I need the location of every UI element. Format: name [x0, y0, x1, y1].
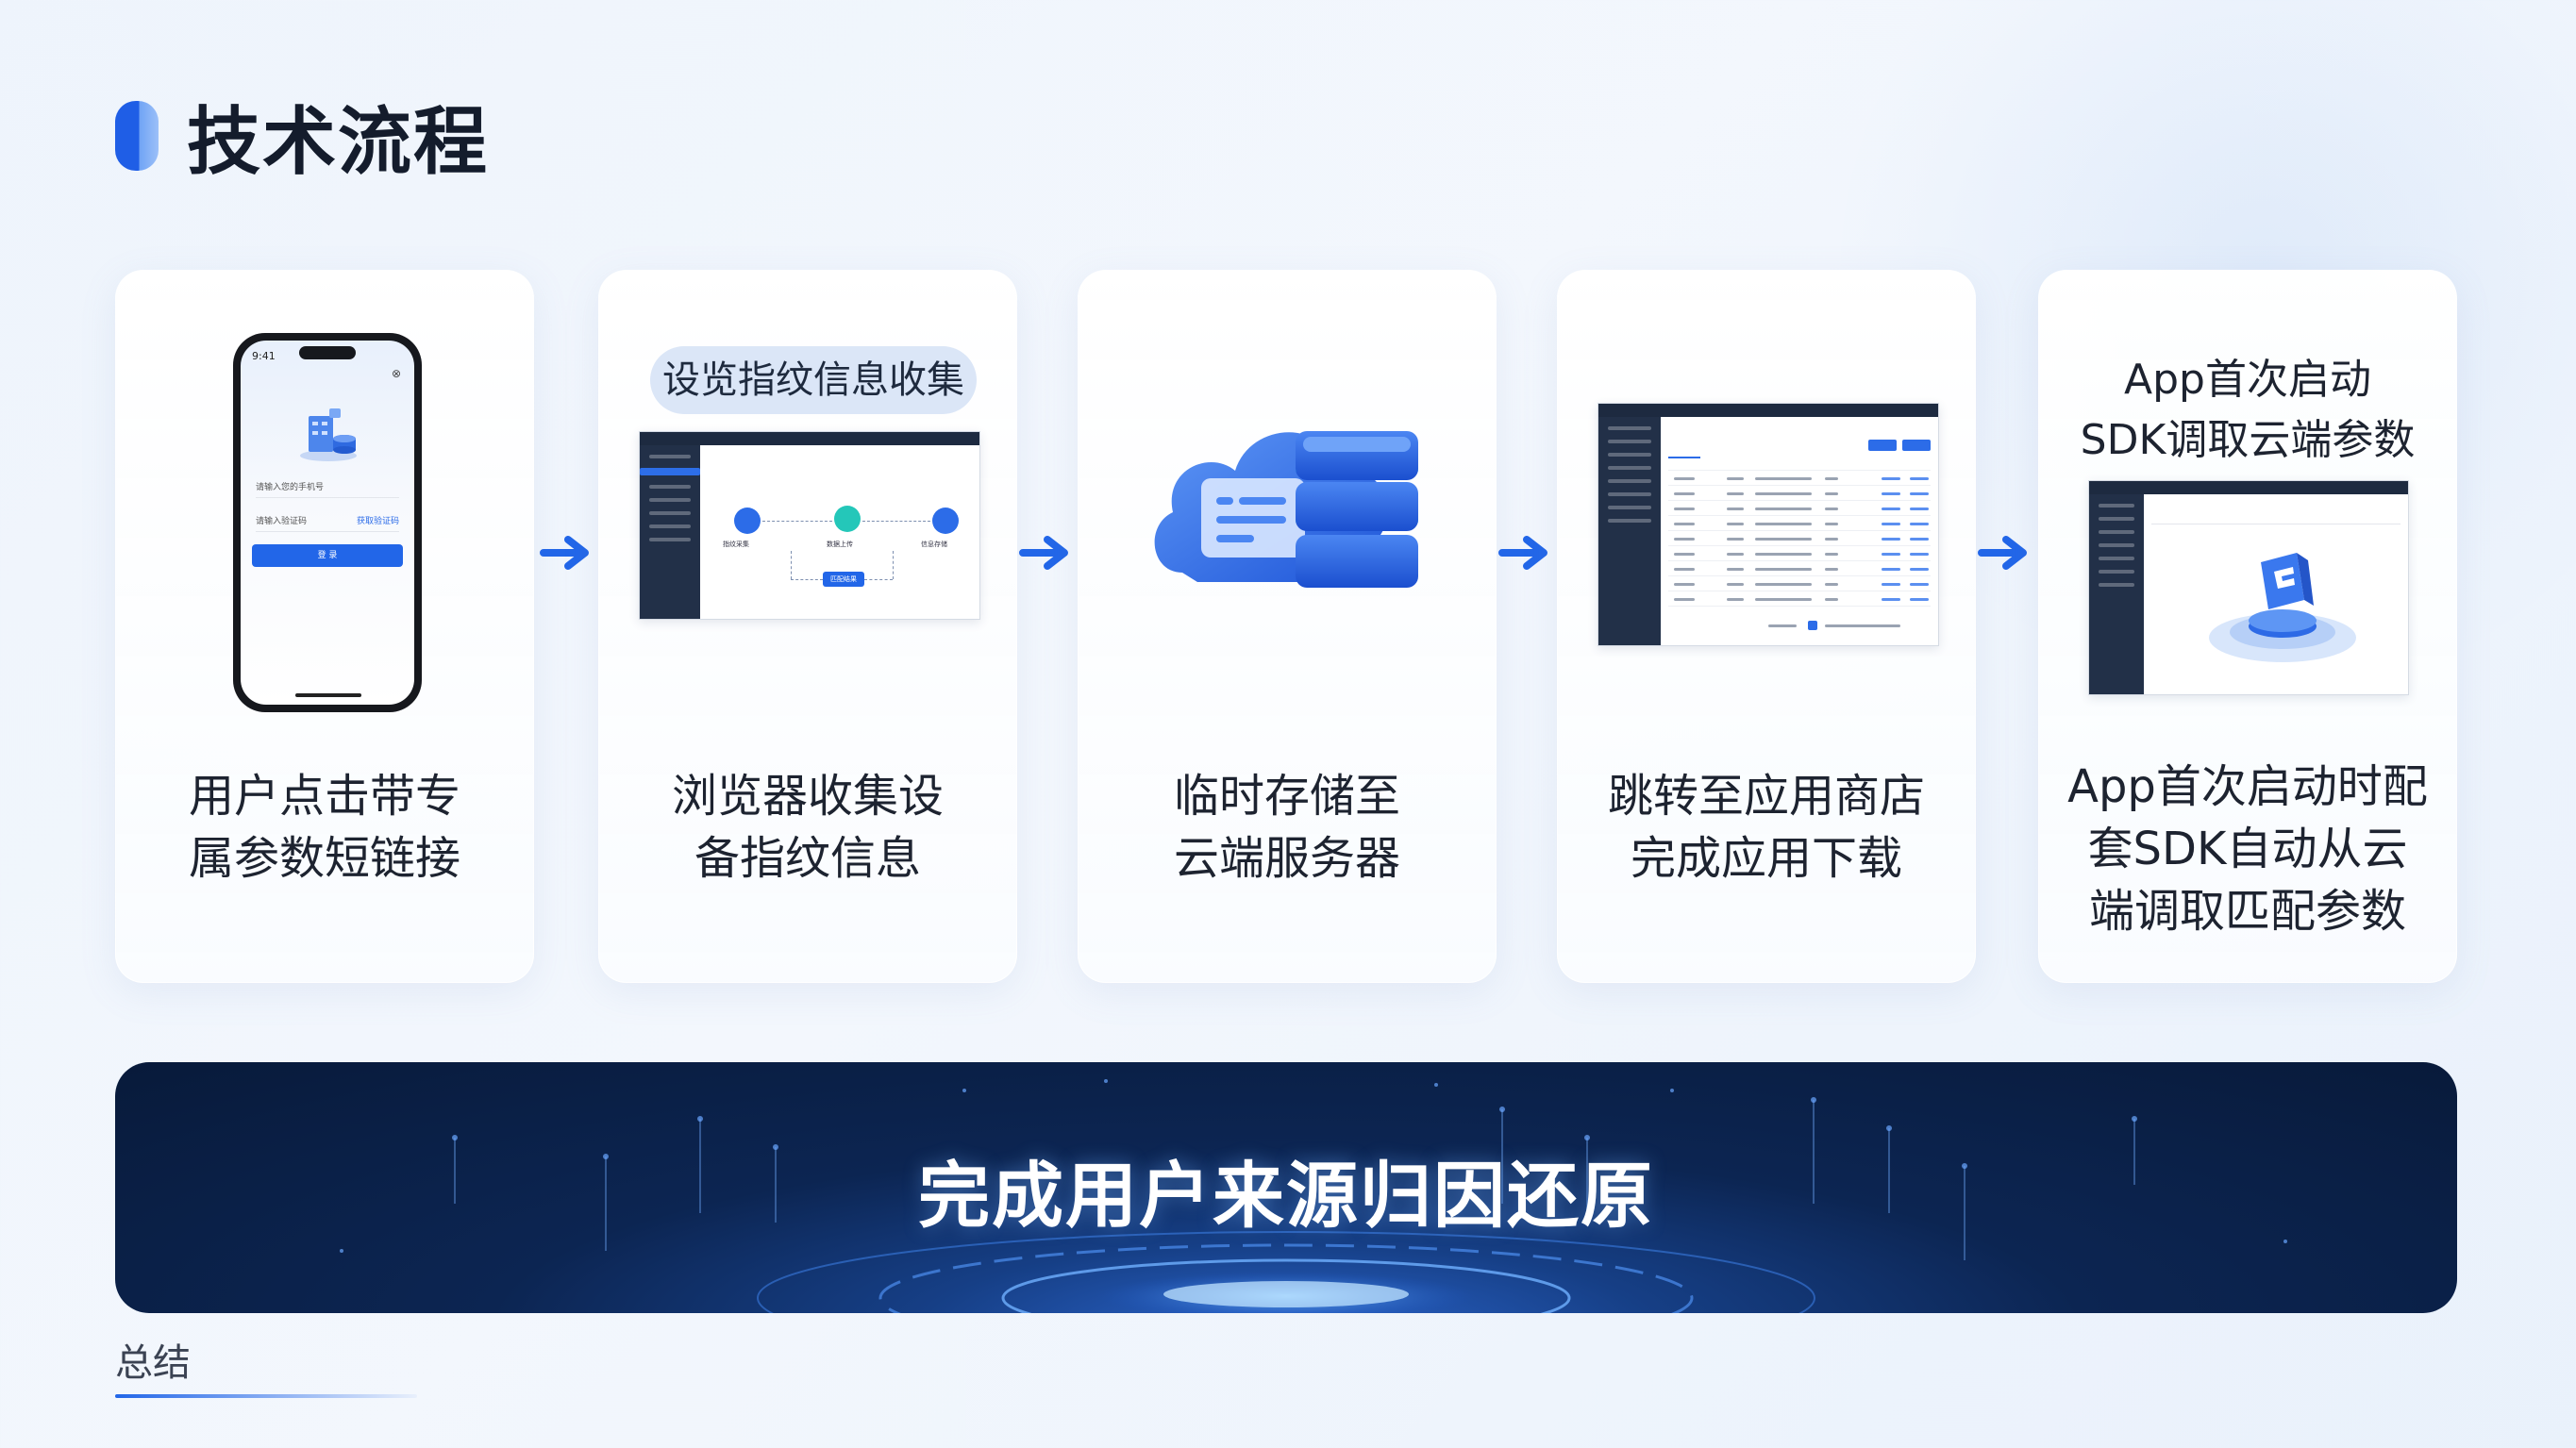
- cloud-database-icon: [1154, 431, 1418, 588]
- flow-line: [791, 579, 823, 580]
- step-caption-5: App首次启动时配 套SDK自动从云 端调取匹配参数: [2067, 760, 2428, 938]
- login-button[interactable]: 登 录: [252, 544, 403, 567]
- step-caption-1: 用户点击带专 属参数短链接: [188, 770, 460, 885]
- flow-node-label-3: 信息存储: [921, 541, 947, 548]
- mockup-sidebar: [2089, 494, 2144, 694]
- phone-field-underline-2: [256, 531, 399, 532]
- banner-tech-decoration: [340, 1079, 2287, 1313]
- table-row: [1668, 470, 1931, 471]
- step-card-1: 9:41 ⊗ 请输入您的手机号 请输入验证码 获取验证码 登 录: [115, 270, 534, 983]
- mockup-sidebar: [1598, 417, 1661, 645]
- step-card-5: App首次启动 SDK调取云端参数 App首次启动时配 套SDK自动从云 端调取…: [2038, 270, 2457, 983]
- page-header: 技术流程: [115, 83, 489, 189]
- browser-mockup: 指纹采集 数据上传 信息存储 匹配结果: [639, 431, 980, 620]
- table-tab-indicator: [1668, 457, 1700, 458]
- flow-line: [791, 551, 792, 579]
- footer-label: 总结: [115, 1341, 191, 1385]
- upload-icon: [834, 506, 861, 532]
- flow-line: [864, 579, 893, 580]
- phone-home-indicator: [295, 693, 361, 697]
- banner-title: 完成用户来源归因还原: [918, 1154, 1654, 1238]
- step-caption-3: 临时存储至 云端服务器: [1173, 770, 1400, 885]
- flow-line: [862, 521, 930, 522]
- step-caption-4: 跳转至应用商店 完成应用下载: [1607, 770, 1925, 885]
- phone-screen: 9:41 ⊗ 请输入您的手机号 请输入验证码 获取验证码 登 录: [241, 341, 414, 705]
- match-result-button[interactable]: 匹配结果: [823, 572, 864, 587]
- phone-field-label-1: 请输入您的手机号: [256, 483, 325, 492]
- phone-status-time: 9:41: [252, 350, 276, 362]
- title-mark-icon: [115, 101, 159, 171]
- table-row: [1668, 530, 1931, 531]
- phone-field-underline-1: [256, 497, 399, 498]
- step-caption-2: 浏览器收集设 备指纹信息: [671, 770, 944, 885]
- mockup-topbar: [640, 432, 979, 445]
- phone-notch: [299, 346, 356, 359]
- sdk-platform-icon: [2209, 553, 2356, 662]
- flow-node-label-2: 数据上传: [827, 541, 853, 548]
- step-card-4: 跳转至应用商店 完成应用下载: [1557, 270, 1976, 983]
- step-badge-2: 设览指纹信息收集: [650, 346, 977, 414]
- building-icon: [300, 408, 357, 461]
- arrow-right-icon: [1019, 536, 1068, 570]
- sdk-console-mockup: [2088, 480, 2409, 695]
- table-action-button[interactable]: [1902, 440, 1931, 451]
- table-row: [1668, 545, 1931, 546]
- step-top-caption-5: App首次启动 SDK调取云端参数: [2080, 356, 2416, 464]
- flow-line: [893, 551, 894, 579]
- table-row: [1668, 500, 1931, 501]
- get-code-link[interactable]: 获取验证码: [356, 517, 399, 526]
- arrow-right-icon: [540, 536, 589, 570]
- table-row: [1668, 485, 1931, 486]
- table-row: [1668, 560, 1931, 561]
- flow-node-label-1: 指纹采集: [723, 541, 749, 548]
- phone-mockup: 9:41 ⊗ 请输入您的手机号 请输入验证码 获取验证码 登 录: [233, 333, 422, 712]
- arrow-right-icon: [1978, 536, 2027, 570]
- mockup-tabbar: [2151, 502, 2400, 524]
- storage-icon: [932, 508, 959, 534]
- close-icon[interactable]: ⊗: [391, 367, 401, 380]
- step-card-2: 设览指纹信息收集 指纹采集 数据上传 信息存储 匹配结果 浏览器收集设 备指纹信…: [598, 270, 1017, 983]
- footer-underline: [115, 1394, 417, 1398]
- flow-line: [762, 521, 832, 522]
- table-row: [1668, 575, 1931, 576]
- mockup-topbar: [1598, 404, 1938, 417]
- table-action-button[interactable]: [1868, 440, 1897, 451]
- page-title: 技术流程: [187, 100, 490, 185]
- mockup-topbar: [2089, 481, 2408, 494]
- summary-banner: 完成用户来源归因还原: [115, 1062, 2457, 1313]
- mockup-sidebar: [640, 445, 700, 619]
- step-card-3: 临时存储至 云端服务器: [1078, 270, 1497, 983]
- phone-field-label-2: 请输入验证码: [256, 517, 308, 526]
- table-row: [1668, 606, 1931, 607]
- arrow-right-icon: [1498, 536, 1547, 570]
- pagination-active[interactable]: [1808, 621, 1817, 630]
- admin-table-mockup: [1597, 403, 1939, 646]
- table-row: [1668, 515, 1931, 516]
- fingerprint-icon: [734, 508, 761, 534]
